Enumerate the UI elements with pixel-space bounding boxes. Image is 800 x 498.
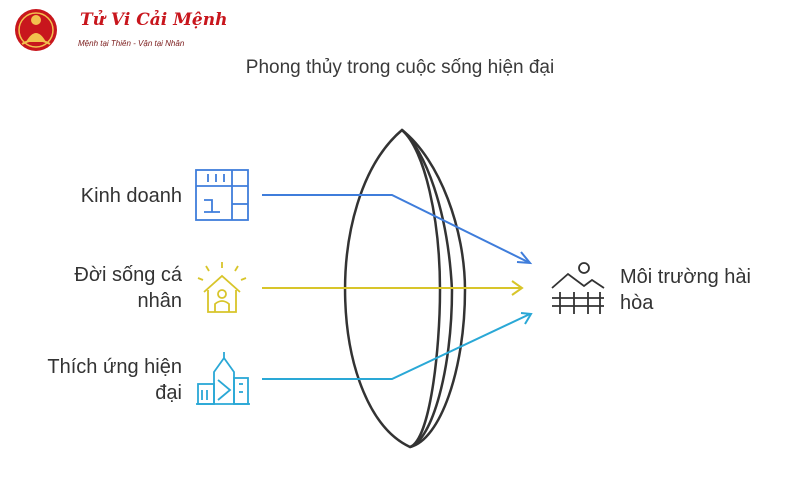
input-label-line: Thích ứng hiện: [47, 356, 182, 378]
connector-line-thich-ung: [262, 313, 531, 380]
input-label-doi-song: Đời sống cá nhân: [74, 262, 182, 314]
brand-logo[interactable]: Tử Vi Cải Mệnh Mệnh tại Thiên - Vận tại …: [8, 6, 227, 54]
input-label-kinh-doanh: Kinh doanh: [81, 183, 182, 209]
input-label-line: nhân: [137, 290, 183, 312]
input-label-thich-ung: Thích ứng hiện đại: [47, 354, 182, 406]
input-label-line: đại: [155, 382, 182, 404]
output-label-line: Môi trường hài: [620, 266, 751, 288]
arrowhead-doi-song: [511, 280, 524, 296]
sunny-house-icon: [197, 262, 247, 313]
arrowhead-kinh-doanh: [516, 251, 533, 265]
connector-line-kinh-doanh: [262, 194, 529, 263]
input-label-line: Đời sống cá: [74, 264, 182, 286]
arrowhead-thich-ung: [520, 312, 533, 325]
city-buildings-icon: [196, 352, 250, 405]
buddha-logo-icon: [15, 9, 57, 51]
landscape-fence-icon: [551, 262, 605, 314]
input-label-line: Kinh doanh: [80, 185, 182, 207]
floorplan-icon: [195, 169, 249, 221]
logo-subtitle: Mệnh tại Thiên - Vận tại Nhân: [78, 39, 185, 48]
logo-title: Tử Vi Cải Mệnh: [80, 10, 228, 30]
output-label-moi-truong: Môi trường hài hòa: [620, 264, 751, 316]
diagram-title: Phong thủy trong cuộc sống hiện đại: [245, 57, 555, 78]
output-label-line: hòa: [620, 292, 654, 314]
